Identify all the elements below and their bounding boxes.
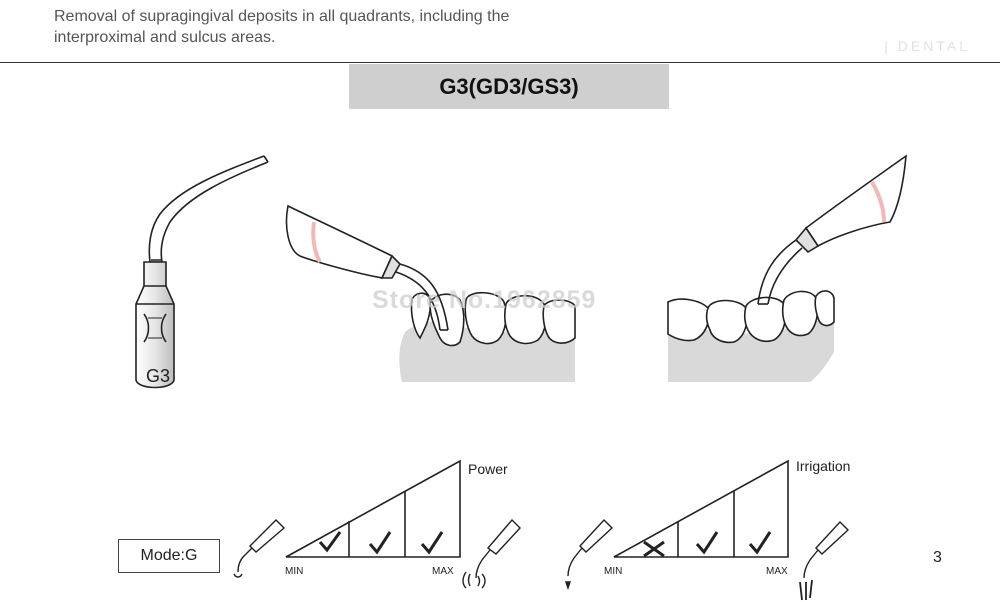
power-label: Power [468, 461, 508, 477]
dental-scene-left [285, 204, 576, 382]
irrigation-check-2 [748, 531, 772, 555]
handpiece-max-power-icon [462, 518, 521, 589]
power-min-label: MIN [285, 566, 304, 577]
handpiece-max-water-icon [799, 520, 850, 601]
power-max-label: MAX [432, 566, 454, 577]
intro-line-1: Removal of supragingival deposits in all… [54, 8, 510, 25]
power-scale [285, 459, 461, 558]
intro-text: Removal of supragingival deposits in all… [54, 6, 509, 48]
mode-box: Mode:G [118, 539, 220, 573]
power-check-1 [318, 531, 342, 553]
irrigation-check-1 [695, 531, 719, 555]
page-title: G3(GD3/GS3) [439, 73, 579, 99]
tip-label: G3 [146, 366, 171, 386]
power-check-2 [368, 531, 392, 555]
mode-label: Mode:G [140, 547, 198, 564]
page-number: 3 [933, 549, 942, 566]
scaler-tip-g3 [135, 155, 269, 389]
irrigation-min-label: MIN [604, 566, 623, 577]
irrigation-label: Irrigation [796, 458, 851, 474]
intro-line-2: interproximal and sulcus areas. [54, 29, 276, 46]
header-divider [0, 62, 1000, 63]
handpiece-min-water-icon [565, 518, 614, 591]
irrigation-scale [613, 459, 789, 558]
handpiece-min-power-icon [233, 519, 286, 578]
irrigation-cross [643, 540, 665, 558]
dental-scene-right [667, 154, 907, 382]
power-check-3 [420, 531, 444, 555]
header-ghost-text: | DENTAL [884, 38, 970, 54]
store-watermark: Store No.1962859 [372, 286, 597, 314]
irrigation-max-label: MAX [766, 566, 788, 577]
title-bar: G3(GD3/GS3) [349, 64, 669, 109]
